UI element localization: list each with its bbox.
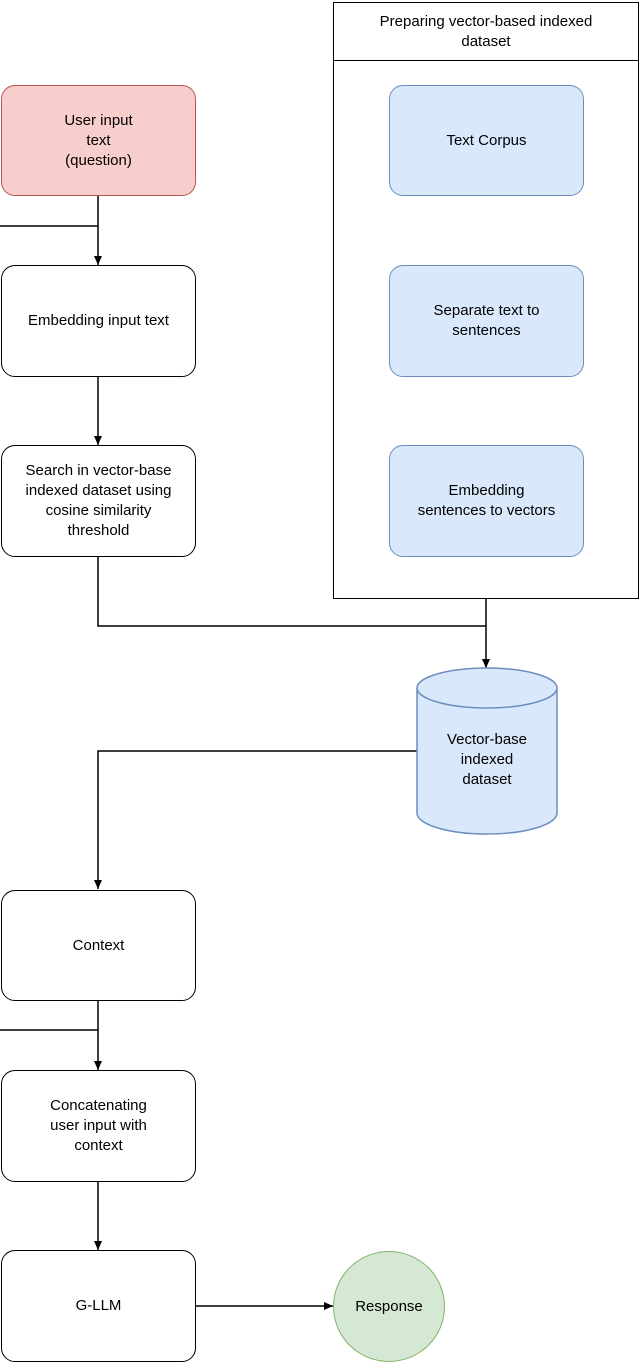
embedding-input-node[interactable]: Embedding input text — [1, 265, 196, 377]
concatenating-node[interactable]: Concatenating user input with context — [1, 1070, 196, 1182]
group-title: Preparing vector-based indexed dataset — [334, 3, 638, 61]
gllm-node[interactable]: G-LLM — [1, 1250, 196, 1362]
separate-text-node[interactable]: Separate text to sentences — [389, 265, 584, 377]
vector-db-label: Vector-base indexed dataset — [446, 731, 528, 788]
user-input-node[interactable]: User input text (question) — [1, 85, 196, 196]
edge-search-to-vector-db — [97, 557, 490, 668]
search-node[interactable]: Search in vector-base indexed dataset us… — [1, 445, 196, 557]
response-node[interactable]: Response — [333, 1251, 445, 1362]
vector-db-cylinder[interactable] — [416, 667, 558, 837]
text-corpus-node[interactable]: Text Corpus — [389, 85, 584, 196]
context-node[interactable]: Context — [1, 890, 196, 1001]
embedding-sentences-node[interactable]: Embedding sentences to vectors — [389, 445, 584, 557]
edge-vector-db-to-context — [94, 750, 418, 889]
